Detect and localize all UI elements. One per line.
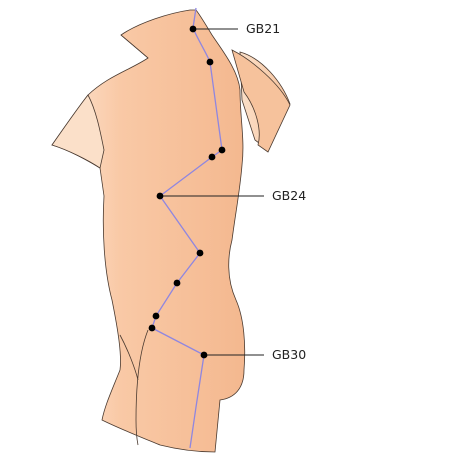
acupoint-6 (196, 249, 204, 257)
label-gb30: GB30 (272, 347, 306, 362)
shoulder-line (120, 34, 149, 59)
left-arm-shape (51, 94, 105, 169)
label-gb21: GB21 (246, 21, 280, 36)
label-gb24: GB24 (272, 188, 306, 203)
leg-division-line (135, 329, 149, 446)
acupoint-8 (152, 312, 160, 320)
acupoint-9 (148, 324, 156, 332)
acupoint-3 (218, 146, 226, 154)
meridian-line (151, 7, 223, 449)
acupoint-2 (206, 58, 214, 66)
right-upper-arm-shape (231, 49, 291, 153)
acupoint-gb21 (189, 25, 197, 33)
acupoint-4 (208, 153, 216, 161)
inner-thigh-line (119, 334, 139, 381)
torso-shape (51, 9, 246, 453)
acupoint-7 (173, 279, 181, 287)
acupoint-gb24 (156, 192, 164, 200)
acupoint-gb30 (200, 351, 208, 359)
